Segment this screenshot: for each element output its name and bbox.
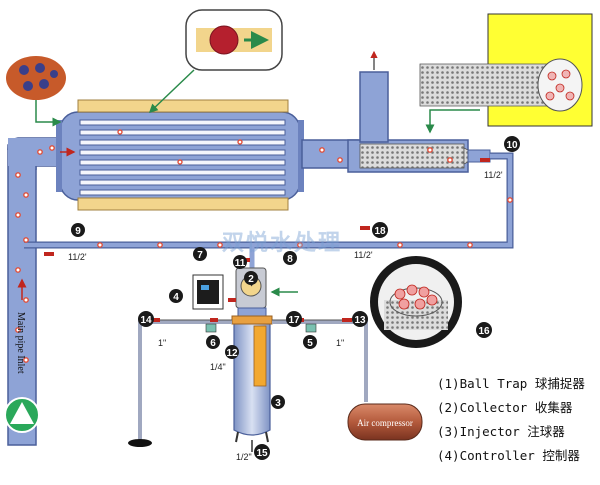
ball-catch-detail [370, 256, 462, 348]
air-compressor-label: Air compressor [357, 418, 413, 428]
condenser [56, 99, 332, 211]
badge-11: 11 [235, 258, 246, 269]
size-labels: 11/2' 11/2' 11/2' 1" 1" 1/4" 1/2" [68, 170, 503, 462]
ball-trap [347, 50, 491, 173]
badge-15: 15 [256, 448, 268, 459]
badge-6: 6 [210, 338, 216, 349]
legend-item-injector: (3)Injector 注球器 [437, 424, 565, 439]
legend-item-ball-trap: (1)Ball Trap 球捕捉器 [437, 376, 585, 391]
badge-17: 17 [288, 315, 300, 326]
badge-2: 2 [248, 274, 254, 285]
badge-18: 18 [374, 226, 386, 237]
tube-sheet-detail [6, 56, 66, 127]
badge-7: 7 [197, 250, 203, 261]
badge-10: 10 [506, 140, 518, 151]
main-pipe-inlet-label: Main pipe Inlet [15, 312, 26, 374]
legend-item-collector: (2)Collector 收集器 [437, 400, 573, 415]
pump-icon [4, 397, 40, 433]
air-compressor: Air compressor [347, 403, 423, 441]
badge-13: 13 [354, 315, 366, 326]
badge-8: 8 [287, 254, 293, 265]
ball-in-tube-detail [148, 9, 283, 114]
cleaning-balls [15, 129, 513, 363]
drain-base [128, 439, 152, 447]
badge-5: 5 [307, 338, 313, 349]
controller [192, 274, 224, 310]
badge-12: 12 [226, 348, 238, 359]
badge-16: 16 [478, 326, 490, 337]
legend: (1)Ball Trap 球捕捉器 (2)Collector 收集器 (3)In… [437, 372, 597, 468]
main-inlet-pipe [7, 137, 68, 446]
badge-3: 3 [275, 398, 281, 409]
badge-14: 14 [140, 315, 152, 326]
badge-4: 4 [173, 292, 179, 303]
badge-9: 9 [75, 226, 81, 237]
size-half: 1/2" [236, 452, 252, 462]
filter-detail [419, 13, 593, 134]
size-quarter: 1/4" [210, 362, 226, 372]
size-top-right: 11/2' [484, 170, 503, 180]
size-left: 11/2' [68, 252, 87, 262]
size-1-right: 1" [336, 338, 344, 348]
number-badges: 2 3 4 5 6 7 8 9 10 11 12 13 14 15 16 17 … [71, 136, 520, 460]
size-mid: 11/2' [354, 250, 373, 260]
legend-item-controller: (4)Controller 控制器 [437, 448, 580, 463]
watermark: 双悦水处理 [222, 231, 343, 256]
injector-tank [231, 307, 273, 452]
size-1-left: 1" [158, 338, 166, 348]
